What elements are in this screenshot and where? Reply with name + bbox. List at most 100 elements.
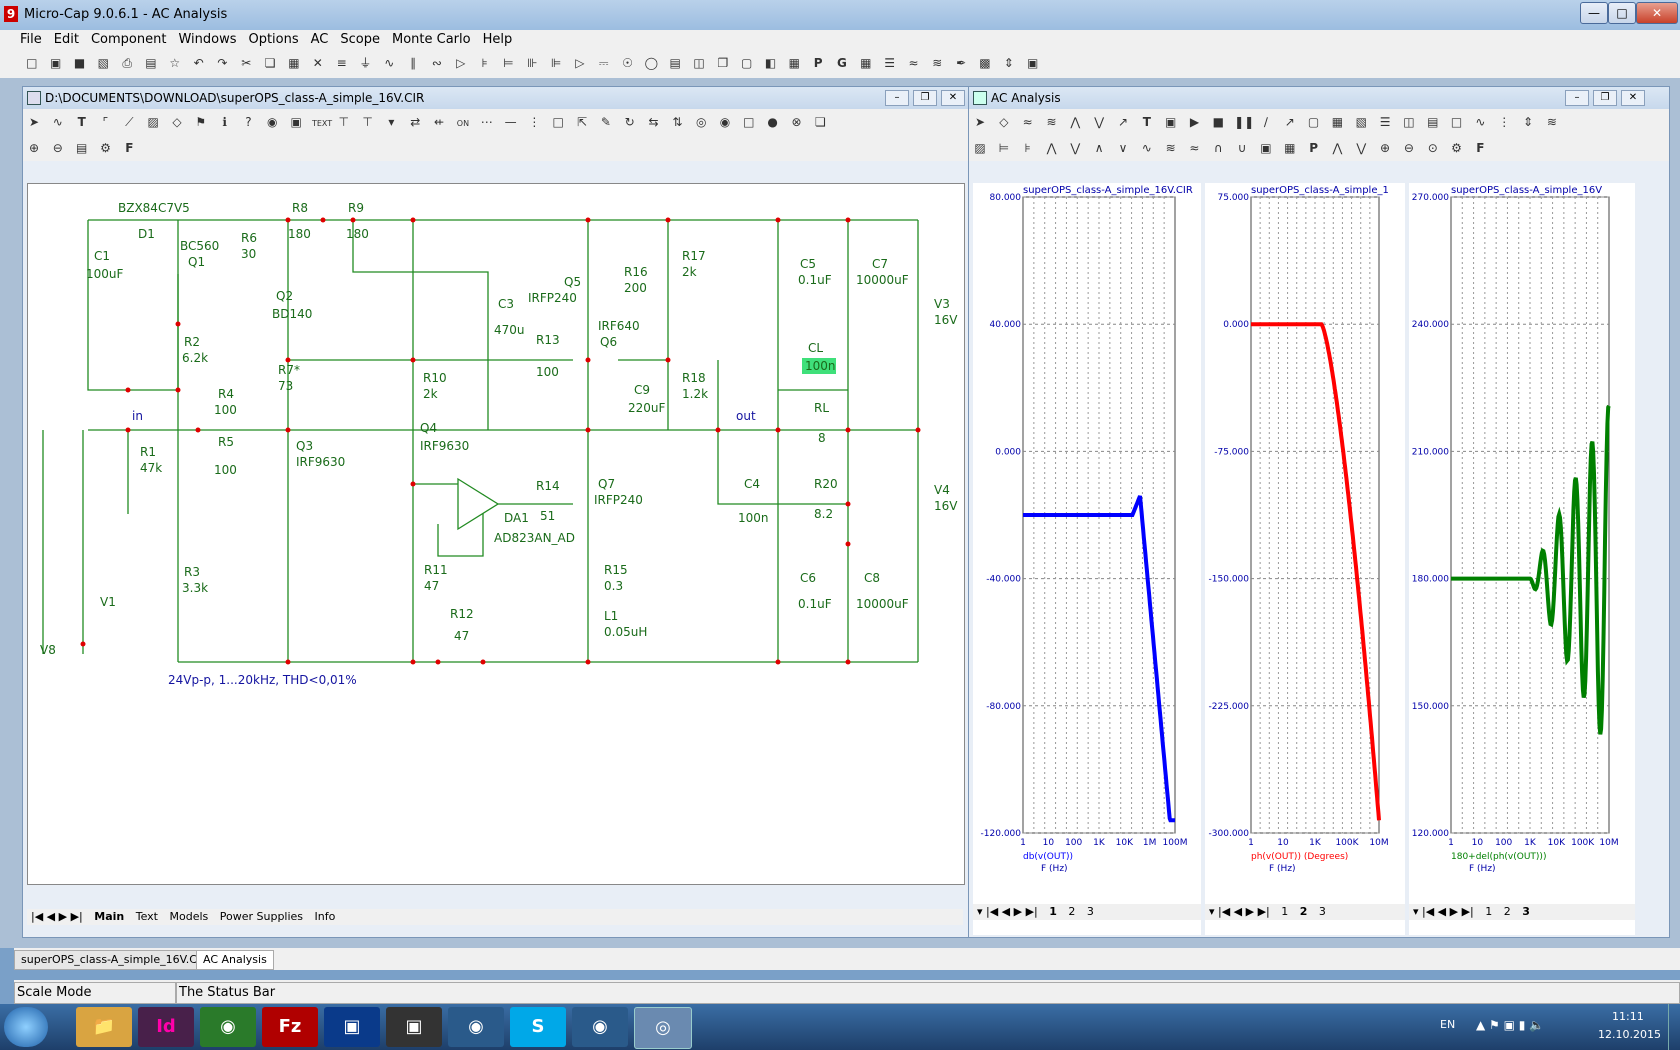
ac-win-icon[interactable]: ▤ — [1427, 115, 1439, 129]
schematic-window-titlebar[interactable]: D:\DOCUMENTS\DOWNLOAD\superOPS_class-A_s… — [23, 87, 969, 109]
filezilla-taskbar-icon[interactable]: Fz — [262, 1007, 318, 1047]
ac-select-icon[interactable]: ➤ — [974, 115, 986, 129]
battery-icon[interactable]: ⎓ — [598, 56, 609, 70]
ac-analysis-window[interactable]: AC Analysis – ❐ ✕ ➤ ◇ ≈ ≋ ⋀ ⋁ ↗ T ▣ ▶ ■ … — [968, 86, 1670, 938]
g-icon[interactable]: G — [837, 56, 847, 70]
ac-line-icon[interactable]: ∕ — [1263, 115, 1268, 129]
ac-low-icon[interactable]: ∨ — [1118, 141, 1128, 155]
ac-minor-icon[interactable]: □ — [1450, 115, 1463, 129]
chrome-taskbar-icon[interactable]: ◉ — [448, 1007, 504, 1047]
plot-3-tab-2[interactable]: 2 — [1503, 905, 1511, 918]
properties-icon[interactable]: ⚙ — [100, 141, 111, 155]
grid-dots-icon[interactable]: ⋮ — [528, 115, 541, 129]
plot-3-tab-1[interactable]: 1 — [1485, 905, 1493, 918]
new-file-icon[interactable]: □ — [26, 56, 38, 70]
pause-icon[interactable]: ❚❚ — [1234, 115, 1255, 129]
capacitor-icon[interactable]: ∥ — [410, 56, 417, 70]
ac-peak-search-icon[interactable]: ⋀ — [1046, 141, 1057, 155]
comment-icon[interactable]: □ — [743, 115, 755, 129]
tab-models[interactable]: Models — [169, 910, 209, 923]
dots-icon[interactable]: ⋯ — [480, 115, 493, 129]
ac-point-icon[interactable]: ≈ — [1189, 141, 1200, 155]
pen-icon[interactable]: ✒ — [956, 56, 967, 70]
line-icon[interactable]: — — [504, 115, 517, 129]
ac-peak2-icon[interactable]: ⋀ — [1332, 141, 1343, 155]
binoculars-icon[interactable]: ◎ — [695, 115, 707, 129]
menu-edit[interactable]: Edit — [53, 32, 79, 47]
print-preview-icon[interactable]: ☆ — [169, 56, 181, 70]
tray-icons[interactable]: ▲ ⚑ ▣ ▮ 🔈 — [1476, 1018, 1545, 1032]
stop-icon[interactable]: ● — [767, 115, 778, 129]
fit-icon[interactable]: ▤ — [75, 141, 88, 155]
zoom-plot-icon[interactable]: ▣ — [1026, 56, 1039, 70]
menu-help[interactable]: Help — [482, 32, 513, 47]
ac-data-points-icon[interactable]: ⋮ — [1498, 115, 1511, 129]
plot-1-tab-nav[interactable]: ▾ |◀ ◀ ▶ ▶| — [977, 905, 1038, 918]
plot-1-tab-3[interactable]: 3 — [1086, 905, 1094, 918]
ac-inflection-icon[interactable]: ∿ — [1141, 141, 1152, 155]
diode-icon[interactable]: ▷ — [456, 56, 466, 70]
skype-taskbar-icon[interactable]: S — [510, 1007, 566, 1047]
paste-icon[interactable]: ▦ — [288, 56, 300, 70]
ac-color-icon[interactable]: ≋ — [1546, 115, 1557, 129]
ac-cols-icon[interactable]: ◫ — [1403, 115, 1415, 129]
plot-icon[interactable]: ▩ — [979, 56, 991, 70]
node-numbers-icon[interactable]: ◉ — [267, 115, 278, 129]
ac-zoom-fit-icon[interactable]: ⊙ — [1427, 141, 1438, 155]
pin-icon[interactable]: ⊤ — [338, 115, 349, 129]
ac-cursor-right-icon[interactable]: ⊧ — [1024, 141, 1031, 155]
split-icon[interactable]: ◧ — [764, 56, 777, 70]
ac-global-icon[interactable]: ≋ — [1165, 141, 1176, 155]
schematic-canvas[interactable]: BZX84C7V5 D1 C1 100uF BC560 Q1 R6 30 R8 … — [27, 183, 965, 885]
font-icon[interactable]: F — [125, 141, 134, 155]
help-tool-icon[interactable]: ? — [245, 115, 252, 129]
green-app-taskbar-icon[interactable]: ◉ — [200, 1007, 256, 1047]
ac-props-icon[interactable]: ▣ — [1164, 115, 1177, 129]
ac-zoom-in-icon[interactable]: ⊕ — [1380, 141, 1391, 155]
save-all-icon[interactable]: ▧ — [97, 56, 109, 70]
run-icon[interactable]: ▶ — [1189, 115, 1200, 129]
ac-top-icon[interactable]: ∪ — [1237, 141, 1247, 155]
menu-options[interactable]: Options — [248, 32, 299, 47]
ac-table-icon[interactable]: ▦ — [1284, 141, 1296, 155]
redo-icon[interactable]: ↷ — [217, 56, 228, 70]
waveform-icon[interactable]: ≈ — [908, 56, 919, 70]
layers-icon[interactable]: ❏ — [814, 115, 826, 129]
maximize-button[interactable]: □ — [1608, 2, 1636, 24]
flag-icon[interactable]: ⚑ — [195, 115, 207, 129]
ac-minimize-button[interactable]: – — [1565, 90, 1589, 106]
ac-slope-icon[interactable]: ↗ — [1117, 115, 1128, 129]
ac-bottom-icon[interactable]: ∩ — [1213, 141, 1223, 155]
ac-auto-scale-icon[interactable]: ▨ — [974, 141, 986, 155]
cascade-icon[interactable]: ❐ — [717, 56, 729, 70]
attribute-icon[interactable]: ⊤ — [362, 115, 373, 129]
plot-2-tab-3[interactable]: 3 — [1318, 905, 1326, 918]
window-icon[interactable]: ▢ — [741, 56, 753, 70]
plot-3-tab-3[interactable]: 3 — [1522, 905, 1530, 918]
calculator-icon[interactable]: ▦ — [788, 56, 800, 70]
ac-rows-icon[interactable]: ☰ — [1379, 115, 1391, 129]
ac-valley-icon[interactable]: ⋁ — [1094, 115, 1105, 129]
ac-tokens-icon[interactable]: ∿ — [1475, 115, 1486, 129]
blue-app-taskbar-icon[interactable]: ▣ — [324, 1007, 380, 1047]
delete-icon[interactable]: ✕ — [312, 56, 323, 70]
plot-svg-db[interactable]: superOPS_class-A_simple_16V.CIR80.00040.… — [973, 183, 1201, 901]
undo-icon[interactable]: ↶ — [193, 56, 204, 70]
mirror-icon[interactable]: ⇷ — [434, 115, 445, 129]
ac-peak-icon[interactable]: ⋀ — [1070, 115, 1081, 129]
orthogonal-wire-icon[interactable]: ⌜ — [102, 115, 109, 129]
ac-window-titlebar[interactable]: AC Analysis – ❐ ✕ — [969, 87, 1669, 109]
mirror-v-icon[interactable]: ⇅ — [672, 115, 683, 129]
flip-icon[interactable]: ⇆ — [648, 115, 659, 129]
inductor-icon[interactable]: ∾ — [431, 56, 442, 70]
page-icon[interactable]: □ — [552, 115, 564, 129]
language-indicator[interactable]: EN — [1440, 1018, 1456, 1031]
source-icon[interactable]: ☉ — [622, 56, 633, 70]
ac-restore-button[interactable]: ❐ — [1593, 90, 1617, 106]
ac-text-icon[interactable]: T — [1142, 115, 1151, 129]
close-button[interactable]: ✕ — [1636, 2, 1678, 24]
plot-svg-phase[interactable]: superOPS_class-A_simple_175.0000.000-75.… — [1205, 183, 1405, 901]
doc-tab-schematic[interactable]: superOPS_class-A_simple_16V.CIR — [14, 950, 215, 970]
